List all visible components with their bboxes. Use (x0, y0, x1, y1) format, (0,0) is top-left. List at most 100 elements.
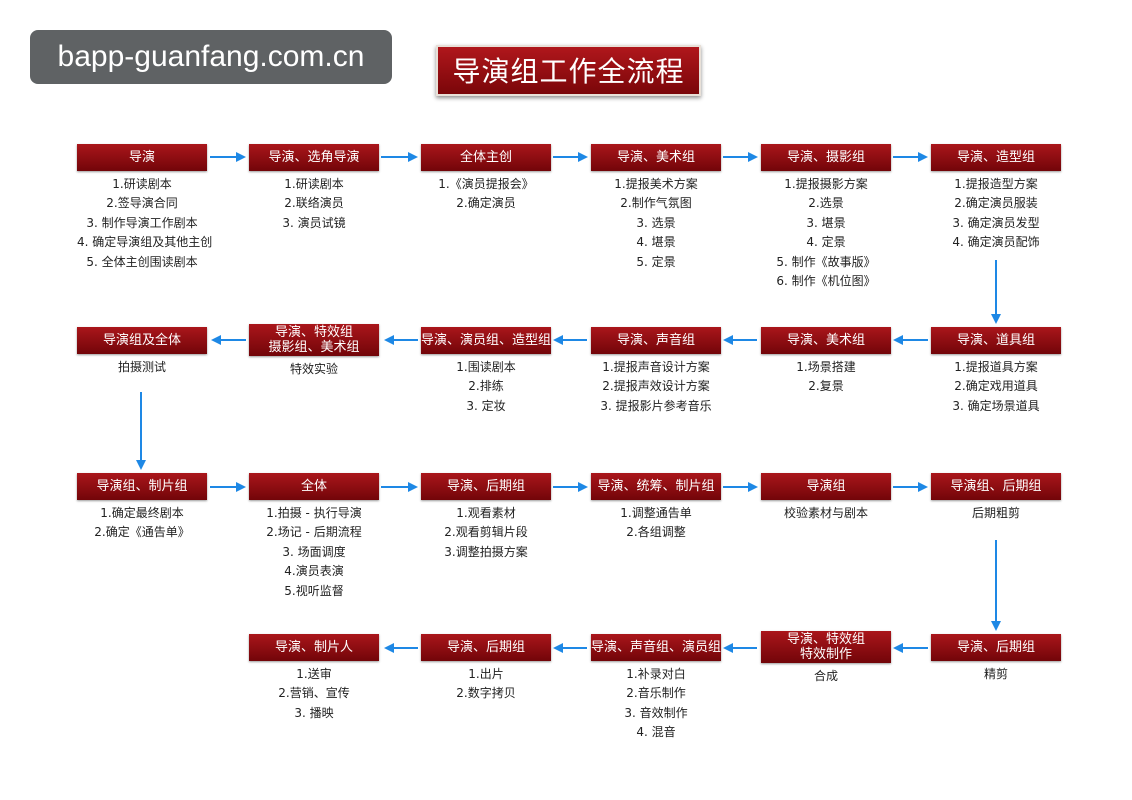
node-item: 2.各组调整 (626, 525, 686, 540)
node-header: 导演、特效组 摄影组、美术组 (249, 324, 379, 356)
node-header: 全体主创 (421, 144, 551, 171)
node-item: 1.提报声音设计方案 (602, 360, 710, 374)
node-item: 1.提报摄影方案 (784, 177, 868, 191)
node-items: 拍摄测试 (77, 358, 207, 377)
flow-node: 导演组及全体拍摄测试 (77, 327, 207, 377)
node-item: 1.场景搭建 (796, 360, 856, 374)
node-item: 5. 定景 (636, 254, 676, 269)
node-header: 导演、选角导演 (249, 144, 379, 171)
node-item: 1.拍摄 - 执行导演 (266, 506, 362, 520)
node-item: 1.送审 (296, 667, 332, 681)
node-items: 合成 (761, 667, 891, 686)
watermark-label: bapp-guanfang.com.cn (30, 30, 392, 84)
node-item: 3. 场面调度 (282, 544, 346, 559)
node-items: 校验素材与剧本 (761, 504, 891, 523)
node-item: 4. 确定导演组及其他主创 (77, 235, 213, 250)
node-items: 后期粗剪 (931, 504, 1061, 523)
node-item: 3. 选景 (636, 215, 676, 230)
node-item: 2.提报声效设计方案 (602, 379, 710, 394)
node-item: 3.调整拍摄方案 (444, 544, 528, 559)
node-header: 导演、声音组、演员组 (591, 634, 721, 661)
node-item: 拍摄测试 (117, 360, 166, 374)
node-item: 合成 (813, 669, 838, 683)
node-item: 2.联络演员 (284, 196, 344, 211)
node-item: 2.制作气氛图 (620, 196, 692, 211)
node-item: 3. 提报影片参考音乐 (600, 398, 712, 413)
node-item: 2.场记 - 后期流程 (266, 525, 362, 540)
node-item: 1.出片 (468, 667, 504, 681)
node-items: 1.《演员提报会》2.确定演员 (421, 175, 551, 214)
node-item: 3. 制作导演工作剧本 (86, 215, 198, 230)
flow-node: 导演、美术组 1.场景搭建 2.复景 (761, 327, 891, 397)
node-items: 1.提报道具方案 2.确定戏用道具 3. 确定场景道具 (931, 358, 1061, 416)
node-item: 1.研读剧本 (112, 177, 172, 191)
flow-node: 导演组、后期组后期粗剪 (931, 473, 1061, 523)
node-items: 1.调整通告单 2.各组调整 (591, 504, 721, 543)
node-header: 全体 (249, 473, 379, 500)
node-item: 2.音乐制作 (626, 686, 686, 701)
flow-node: 导演、后期组精剪 (931, 634, 1061, 684)
node-header: 导演、制片人 (249, 634, 379, 661)
node-header: 导演、演员组、造型组 (421, 327, 551, 354)
node-header: 导演组、制片组 (77, 473, 207, 500)
node-item: 1.提报美术方案 (614, 177, 698, 191)
flow-node: 导演组校验素材与剧本 (761, 473, 891, 523)
node-header: 导演、后期组 (931, 634, 1061, 661)
node-item: 3. 确定场景道具 (952, 398, 1040, 413)
node-item: 3. 音效制作 (624, 705, 688, 720)
node-items: 1.补录对白 2.音乐制作 3. 音效制作 4. 混音 (591, 665, 721, 743)
node-item: 1.补录对白 (626, 667, 686, 681)
node-item: 2.营销、宣传 (278, 686, 350, 701)
node-item: 1.观看素材 (456, 506, 516, 520)
node-item: 后期粗剪 (971, 506, 1020, 520)
node-header: 导演、美术组 (591, 144, 721, 171)
node-header: 导演、后期组 (421, 473, 551, 500)
node-item: 2.确定戏用道具 (954, 379, 1038, 394)
node-item: 2.签导演合同 (106, 196, 178, 211)
node-item: 精剪 (983, 667, 1008, 681)
node-item: 4. 混音 (636, 725, 676, 740)
node-item: 4.演员表演 (284, 564, 344, 579)
node-items: 特效实验 (249, 360, 379, 379)
node-item: 1.调整通告单 (620, 506, 692, 520)
node-item: 4. 确定演员配饰 (952, 235, 1040, 250)
node-header: 导演、美术组 (761, 327, 891, 354)
node-item: 3. 确定演员发型 (952, 215, 1040, 230)
node-item: 2.复景 (808, 379, 844, 394)
node-item: 1.提报道具方案 (954, 360, 1038, 374)
node-header: 导演组、后期组 (931, 473, 1061, 500)
node-header: 导演组及全体 (77, 327, 207, 354)
node-item: 2.确定演员 (456, 196, 516, 211)
node-item: 2.排练 (468, 379, 504, 394)
node-item: 6. 制作《机位图》 (776, 274, 876, 289)
flow-node: 导演、声音组 1.提报声音设计方案 2.提报声效设计方案 3. 提报影片参考音乐 (591, 327, 721, 416)
node-item: 2.确定演员服装 (954, 196, 1038, 211)
node-item: 1.研读剧本 (284, 177, 344, 191)
node-header: 导演、造型组 (931, 144, 1061, 171)
node-item: 2.选景 (808, 196, 844, 211)
node-item: 1.围读剧本 (456, 360, 516, 374)
flow-node: 导演、声音组、演员组 1.补录对白 2.音乐制作 3. 音效制作 4. 混音 (591, 634, 721, 743)
node-item: 5.视听监督 (284, 583, 344, 598)
node-item: 2.数字拷贝 (456, 686, 516, 701)
node-items: 1.拍摄 - 执行导演 2.场记 - 后期流程 3. 场面调度 4.演员表演 5.视听监… (249, 504, 379, 601)
flow-node: 导演、特效组 摄影组、美术组特效实验 (249, 324, 379, 379)
node-header: 导演、声音组 (591, 327, 721, 354)
